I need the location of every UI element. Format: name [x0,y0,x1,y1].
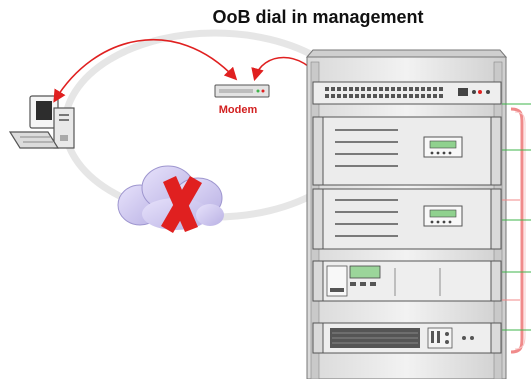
power-unit-icon [312,322,502,354]
diagram-title: OoB dial in management [212,7,424,27]
switch-icon [312,81,502,105]
arrow-modem-to-computer [53,38,238,103]
server-1 [312,116,502,186]
connection-ticks [502,103,531,331]
management-bracket [510,107,526,354]
ups-icon [312,260,502,302]
server-2 [312,188,502,250]
modem-icon [214,84,270,98]
computer-icon [8,95,75,149]
modem-label: Modem [218,104,258,116]
cross-icon [161,176,202,233]
